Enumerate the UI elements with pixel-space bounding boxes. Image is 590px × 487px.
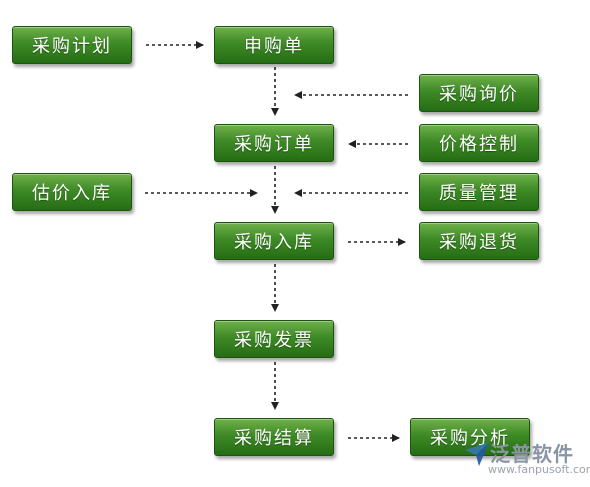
node-purchase-settlement: 采购结算 <box>214 418 334 456</box>
node-label: 采购退货 <box>439 232 519 253</box>
node-purchase-inquiry: 采购询价 <box>419 74 539 112</box>
node-label: 采购入库 <box>234 232 314 253</box>
node-estimate-stock-in: 估价入库 <box>12 173 132 211</box>
watermark-name: 泛普软件 <box>490 442 574 466</box>
node-requisition: 申购单 <box>214 26 334 64</box>
watermark-url: www.fanpusoft.com <box>488 463 590 476</box>
node-purchase-plan: 采购计划 <box>12 26 132 64</box>
node-purchase-order: 采购订单 <box>214 124 334 162</box>
node-label: 采购分析 <box>430 428 510 449</box>
node-label: 采购询价 <box>439 84 519 105</box>
node-label: 申购单 <box>244 36 304 57</box>
node-quality-management: 质量管理 <box>419 173 539 211</box>
node-purchase-stock-in: 采购入库 <box>214 222 334 260</box>
node-label: 质量管理 <box>439 183 519 204</box>
node-label: 价格控制 <box>439 134 519 155</box>
watermark: 泛普软件 www.fanpusoft.com <box>462 438 590 482</box>
node-price-control: 价格控制 <box>419 124 539 162</box>
node-purchase-return: 采购退货 <box>419 222 539 260</box>
node-label: 采购计划 <box>32 36 112 57</box>
brand-logo-icon <box>465 442 489 466</box>
node-label: 采购结算 <box>234 428 314 449</box>
node-label: 采购订单 <box>234 134 314 155</box>
node-label: 估价入库 <box>32 183 112 204</box>
node-label: 采购发票 <box>234 330 314 351</box>
node-purchase-invoice: 采购发票 <box>214 320 334 358</box>
